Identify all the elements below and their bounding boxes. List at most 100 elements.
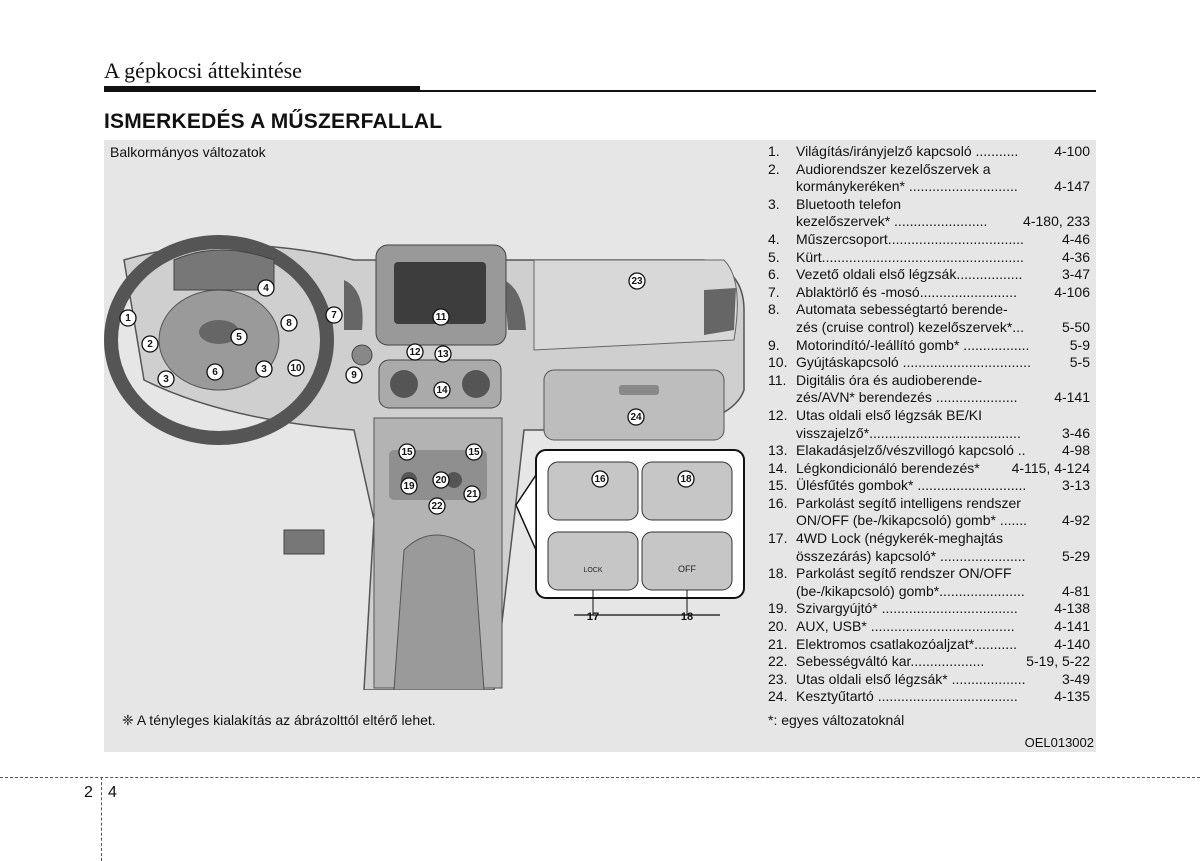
legend-text: Világítás/irányjelző kapcsoló ..........…: [796, 143, 1090, 161]
legend-entry-name: Gyújtáskapcsoló ........................…: [796, 354, 1031, 372]
legend-line: Digitális óra és audioberende-: [796, 372, 1090, 390]
legend-number: 11.: [768, 372, 796, 407]
legend-line: 4WD Lock (négykerék-meghajtás: [796, 530, 1090, 548]
legend-entry-page: 5-19, 5-22: [1024, 653, 1090, 671]
callout-1: 1: [120, 310, 136, 326]
legend-entry-name: ON/OFF (be-/kikapcsoló) gomb* .......: [796, 512, 1027, 530]
footer-dashed-divider: [101, 777, 102, 861]
legend-text: Elektromos csatlakozóaljzat*...........4…: [796, 636, 1090, 654]
legend-line: zés (cruise control) kezelőszervek*...5-…: [796, 319, 1090, 337]
legend-line: (be-/kikapcsoló) gomb*..................…: [796, 583, 1090, 601]
legend-entry-name: Digitális óra és audioberende-: [796, 372, 982, 390]
figure-note: ❈ A tényleges kialakítás az ábrázolttól …: [122, 712, 436, 729]
callout-19: 19: [401, 478, 417, 494]
legend-item: 18.Parkolást segítő rendszer ON/OFF(be-/…: [768, 565, 1090, 600]
legend-line: Légkondicionáló berendezés*4-115, 4-124: [796, 460, 1090, 478]
legend-entry-page: 4-141: [1052, 618, 1090, 636]
legend-entry-page: 4-138: [1052, 600, 1090, 618]
legend-item: 10.Gyújtáskapcsoló .....................…: [768, 354, 1090, 372]
svg-text:1: 1: [125, 313, 131, 324]
legend-text: Motorindító/-leállító gomb* ............…: [796, 337, 1090, 355]
legend-number: 18.: [768, 565, 796, 600]
legend-number: 20.: [768, 618, 796, 636]
legend-line: Ablaktörlő és -mosó.....................…: [796, 284, 1090, 302]
legend-text: Vezető oldali első légzsák..............…: [796, 266, 1090, 284]
legend-number: 9.: [768, 337, 796, 355]
svg-text:22: 22: [431, 501, 443, 512]
callout-10: 10: [288, 360, 304, 376]
legend-entry-name: összezárás) kapcsoló* ..................…: [796, 548, 1026, 566]
page-heading: ISMERKEDÉS A MŰSZERFALLAL: [104, 110, 442, 134]
legend-number: 6.: [768, 266, 796, 284]
legend-item: 23.Utas oldali első légzsák* ...........…: [768, 671, 1090, 689]
legend-number: 4.: [768, 231, 796, 249]
legend-entry-page: 4-36: [1060, 249, 1090, 267]
legend-number: 23.: [768, 671, 796, 689]
legend-text: Kesztyűtartó ...........................…: [796, 688, 1090, 706]
legend-list: 1.Világítás/irányjelző kapcsoló ........…: [768, 143, 1090, 706]
svg-text:19: 19: [403, 481, 415, 492]
legend-text: Parkolást segítő rendszer ON/OFF(be-/kik…: [796, 565, 1090, 600]
legend-entry-page: 4-81: [1060, 583, 1090, 601]
legend-line: Utas oldali első légzsák BE/KI: [796, 407, 1090, 425]
legend-line: Gyújtáskapcsoló ........................…: [796, 354, 1090, 372]
callout-23: 23: [629, 273, 645, 289]
page-number-page: 4: [108, 784, 117, 802]
legend-text: Sebességváltó kar...................5-19…: [796, 653, 1090, 671]
legend-entry-page: 4-147: [1052, 178, 1090, 196]
callout-16: 16: [592, 471, 608, 487]
legend-text: Utas oldali első légzsák* ..............…: [796, 671, 1090, 689]
legend-item: 22.Sebességváltó kar...................5…: [768, 653, 1090, 671]
legend-number: 22.: [768, 653, 796, 671]
legend-line: Parkolást segítő intelligens rendszer: [796, 495, 1090, 513]
legend-number: 19.: [768, 600, 796, 618]
off-label: OFF: [678, 564, 696, 574]
callout-20: 20: [433, 472, 449, 488]
legend-line: Szivargyújtó* ..........................…: [796, 600, 1090, 618]
legend-item: 19.Szivargyújtó* .......................…: [768, 600, 1090, 618]
dashboard-illustration: LOCK OFF 1 2 3 4 5 6 3 8 7 10 9 11 12 13…: [104, 220, 754, 690]
svg-text:15: 15: [401, 447, 413, 458]
svg-text:15: 15: [468, 447, 480, 458]
legend-entry-name: kormánykeréken* ........................…: [796, 178, 1018, 196]
legend-entry-page: 4-100: [1052, 143, 1090, 161]
legend-entry-name: Műszercsoport...........................…: [796, 231, 1024, 249]
legend-line: visszajelző*............................…: [796, 425, 1090, 443]
legend-text: Elakadásjelző/vészvillogó kapcsoló .. 4-9…: [796, 442, 1090, 460]
legend-entry-name: Világítás/irányjelző kapcsoló ..........…: [796, 143, 1018, 161]
legend-text: Digitális óra és audioberende-zés/AVN* b…: [796, 372, 1090, 407]
legend-number: 13.: [768, 442, 796, 460]
legend-number: 15.: [768, 477, 796, 495]
legend-number: 16.: [768, 495, 796, 530]
legend-text: Ablaktörlő és -mosó.....................…: [796, 284, 1090, 302]
legend-item: 24.Kesztyűtartó ........................…: [768, 688, 1090, 706]
legend-text: Automata sebességtartó berende-zés (crui…: [796, 301, 1090, 336]
image-code: OEL013002: [1025, 735, 1094, 750]
legend-entry-page: 4-46: [1060, 231, 1090, 249]
svg-text:21: 21: [466, 489, 478, 500]
legend-entry-page: 4-106: [1052, 284, 1090, 302]
legend-item: 4.Műszercsoport.........................…: [768, 231, 1090, 249]
legend-entry-page: 4-98: [1060, 442, 1090, 460]
legend-entry-name: Elakadásjelző/vészvillogó kapcsoló ..: [796, 442, 1026, 460]
svg-text:18: 18: [680, 474, 692, 485]
legend-number: 21.: [768, 636, 796, 654]
legend-text: Gyújtáskapcsoló ........................…: [796, 354, 1090, 372]
header-rule-thin: [420, 90, 1096, 92]
legend-entry-name: Kesztyűtartó ...........................…: [796, 688, 1018, 706]
callout-12: 12: [407, 344, 423, 360]
callout-4: 4: [258, 280, 274, 296]
legend-entry-name: Motorindító/-leállító gomb* ............…: [796, 337, 1029, 355]
legend-number: 10.: [768, 354, 796, 372]
svg-text:4: 4: [263, 283, 269, 294]
page-number-chapter: 2: [84, 784, 93, 802]
callout-7: 7: [326, 307, 342, 323]
legend-line: kormánykeréken* ........................…: [796, 178, 1090, 196]
legend-entry-page: 4-140: [1052, 636, 1090, 654]
legend-line: Világítás/irányjelző kapcsoló ..........…: [796, 143, 1090, 161]
legend-line: zés/AVN* berendezés ....................…: [796, 389, 1090, 407]
